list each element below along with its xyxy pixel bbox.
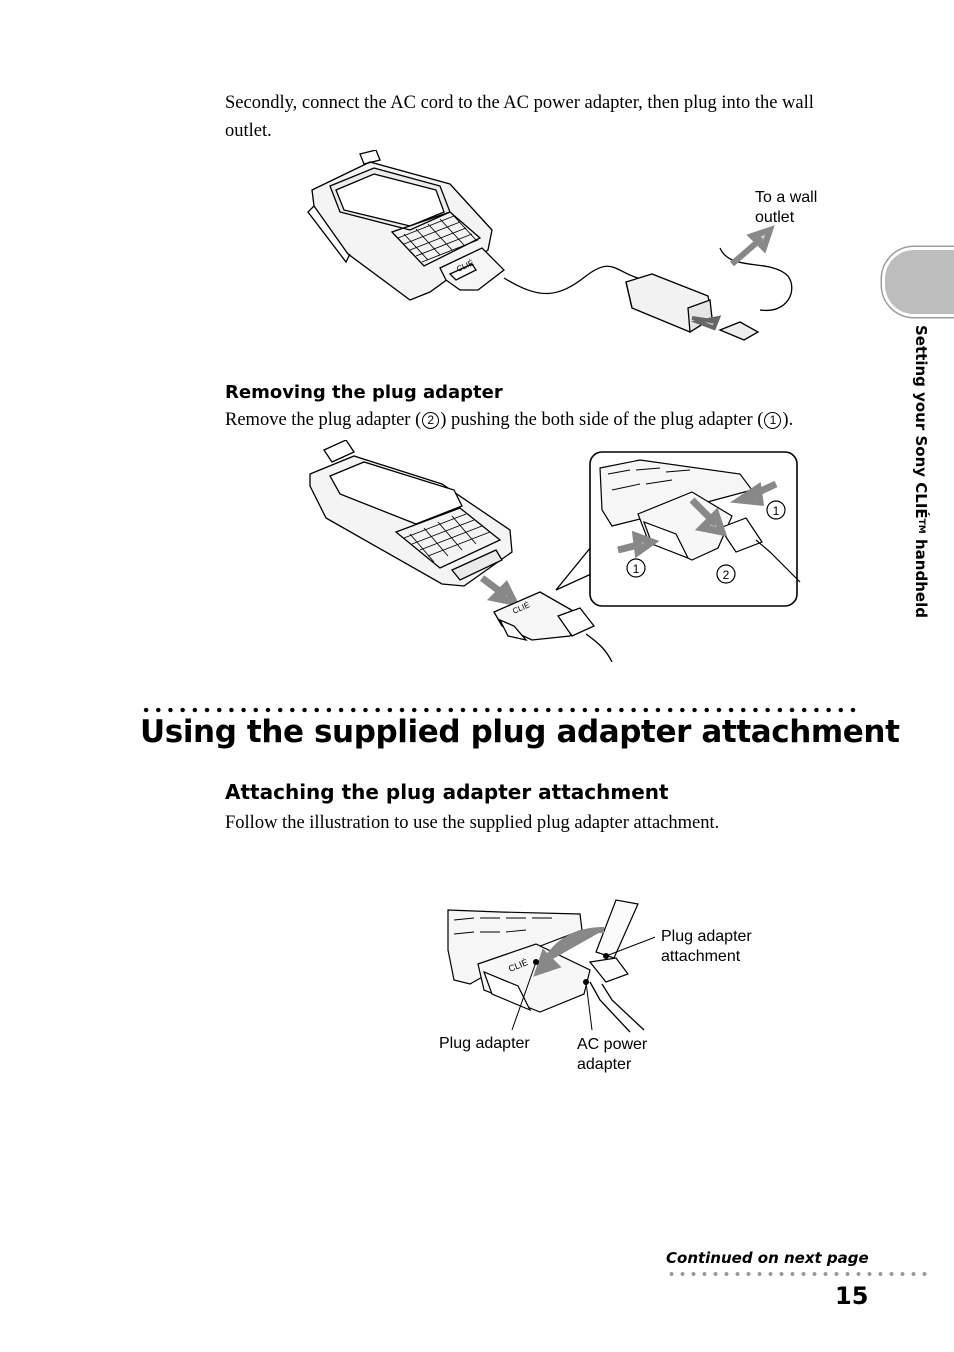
press-arrow-right [729,480,778,506]
section-title: Using the supplied plug adapter attachme… [140,714,900,750]
chapter-title-vertical: Setting your Sony CLIÉTM handheld [900,325,930,705]
to-wall-arrow [730,225,775,267]
callout-number-2: 2 [422,412,440,429]
attachment-label-line-2: attachment [661,948,741,965]
leader-lines [511,936,655,1031]
press-arrow-left [617,530,660,559]
ac-plug-connector [718,321,760,341]
ac-cord [719,247,793,311]
attaching-heading: Attaching the plug adapter attachment [225,780,669,804]
section-dotted-rule [140,706,860,714]
callout-2-text: 2 [723,568,730,582]
detach-arrow [479,575,521,607]
ac-cable-2 [601,983,645,1031]
wall-outlet-label-line-2: outlet [755,209,795,226]
wall-outlet-label-line-1: To a wall [755,189,818,206]
callout-1-top: 1 [766,500,786,520]
plug-adapter-attachment-illustration [588,899,639,983]
intro-line-1: Secondly, connect the AC cord to the AC … [225,93,814,113]
removing-text-a: Remove the plug adapter ( [225,410,422,430]
callout-1-bottom-text: 1 [633,562,640,576]
removing-heading: Removing the plug adapter [225,382,503,403]
zoom-detail-illustration [599,459,801,583]
chapter-tab [882,247,954,317]
continued-note: Continued on next page [666,1249,869,1267]
chapter-title-tm: TM [916,518,926,534]
plug-adapter-illustration: CLIÉ [493,591,596,642]
dc-cable [585,633,613,663]
ac-power-adapter-label-line-1: AC power [577,1036,648,1053]
plug-adapter-label: Plug adapter [439,1035,530,1052]
dc-cable [503,265,639,295]
leader-dots [533,953,609,985]
plug-adapter-illustration: CLIÉ [439,247,505,291]
figure-attach-attachment: CLIÉ [447,899,655,1033]
wall-outlet-label: To a wall outlet [755,188,817,228]
removing-text-b: ) pushing the both side of the plug adap… [440,410,764,430]
continued-dotted-rule [666,1270,928,1278]
ac-cable [589,981,631,1033]
removing-text-c: ). [782,410,794,430]
attachment-label: Plug adapter attachment [661,927,752,967]
callout-1-top-text: 1 [773,504,780,518]
removing-paragraph: Remove the plug adapter (2) pushing the … [225,406,793,434]
callout-1-bottom: 1 [626,558,646,578]
chapter-title-text-2: handheld [912,533,930,618]
figure-ac-connection: CLIÉ [307,150,793,341]
intro-paragraph: Secondly, connect the AC cord to the AC … [225,89,875,145]
page-number: 15 [835,1282,869,1310]
rotate-arrow [533,927,605,977]
chapter-title-text: Setting your Sony CLIÉ [912,325,930,519]
ac-power-adapter-label-line-2: adapter [577,1056,632,1073]
attachment-label-line-1: Plug adapter [661,928,752,945]
callout-2: 2 [716,564,736,584]
handheld-device-illustration [309,440,513,587]
pull-arrow [689,497,728,537]
intro-line-2: outlet. [225,121,272,141]
callout-number-1: 1 [764,412,782,429]
insert-arrow [690,315,722,331]
attaching-paragraph: Follow the illustration to use the suppl… [225,813,720,833]
ac-power-adapter-label: AC power adapter [577,1035,647,1075]
plug-adapter-illustration: CLIÉ [477,943,591,1013]
figure-remove-adapter: CLIÉ 1 1 2 [309,440,801,663]
